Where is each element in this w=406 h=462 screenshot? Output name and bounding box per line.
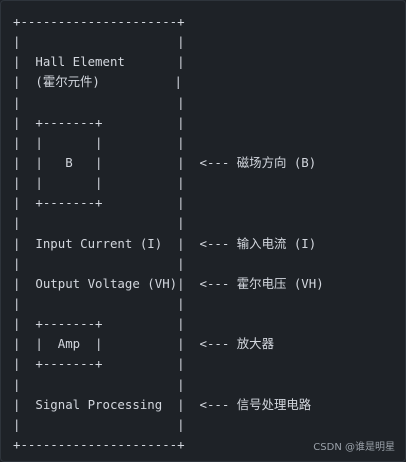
code-line: | Input Current (I) | <--- 输入电流 (I)	[13, 235, 317, 251]
code-line: | | B | | <--- 磁场方向 (B)	[13, 154, 317, 170]
code-line: | | | |	[13, 175, 185, 191]
code-line: | Signal Processing | <--- 信号处理电路	[13, 396, 312, 412]
code-line: | |	[13, 94, 185, 110]
code-line: | +-------+ |	[13, 114, 185, 130]
code-line: | Output Voltage (VH)| <--- 霍尔电压 (VH)	[13, 275, 324, 291]
code-line: | | Amp | | <--- 放大器	[13, 336, 274, 352]
code-line: | |	[13, 295, 185, 311]
code-line: | Hall Element |	[13, 54, 185, 70]
code-line: | (霍尔元件) |	[13, 74, 182, 90]
code-line: | |	[13, 34, 185, 50]
code-line: | |	[13, 416, 185, 432]
code-line: | |	[13, 255, 185, 271]
code-line: | |	[13, 215, 185, 231]
ascii-diagram: +---------------------+ | | | Hall Element…	[13, 12, 324, 455]
code-line: | |	[13, 376, 185, 392]
code-line: | +-------+ |	[13, 356, 185, 372]
code-line: +---------------------+	[13, 436, 185, 452]
code-line: | +-------+ |	[13, 316, 185, 332]
code-line: +---------------------+	[13, 14, 185, 29]
watermark: CSDN @谁是明星	[313, 442, 395, 453]
code-line: | +-------+ |	[13, 195, 185, 211]
code-line: | | | |	[13, 134, 185, 150]
